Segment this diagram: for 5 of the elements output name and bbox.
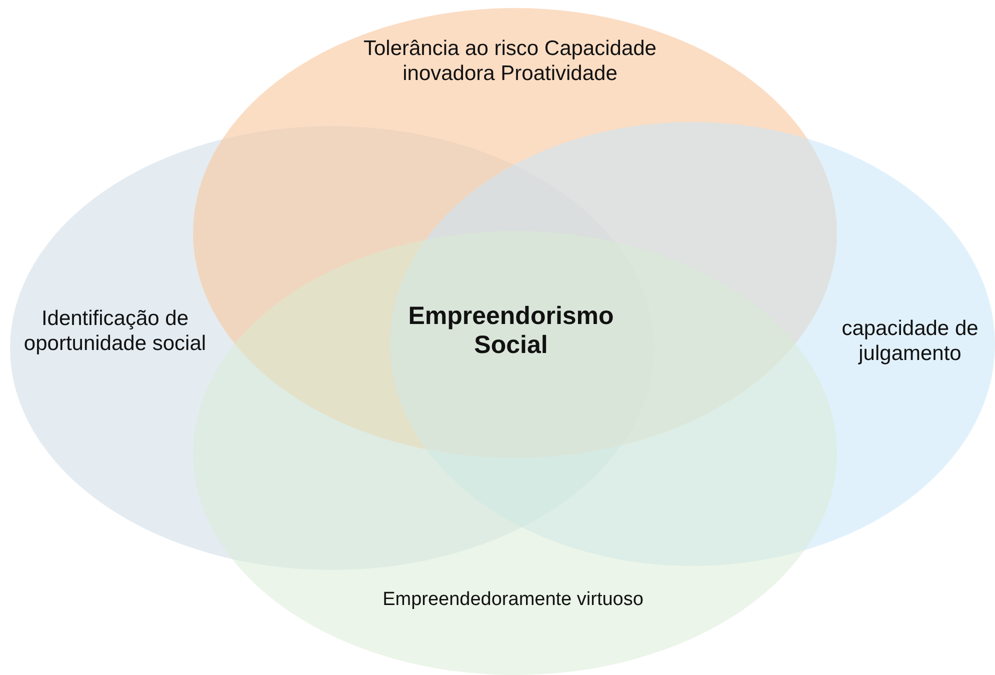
ellipse-label: Tolerância ao risco Capacidade inovadora Proatividade <box>362 36 658 86</box>
ellipse-label: Empreendedoramente virtuoso <box>382 589 644 612</box>
ellipse-label: capacidade de julgamento <box>840 316 980 366</box>
ellipse-label: Identificação de oportunidade social <box>22 306 208 356</box>
center-title: Empreendorismo Social <box>386 302 636 360</box>
